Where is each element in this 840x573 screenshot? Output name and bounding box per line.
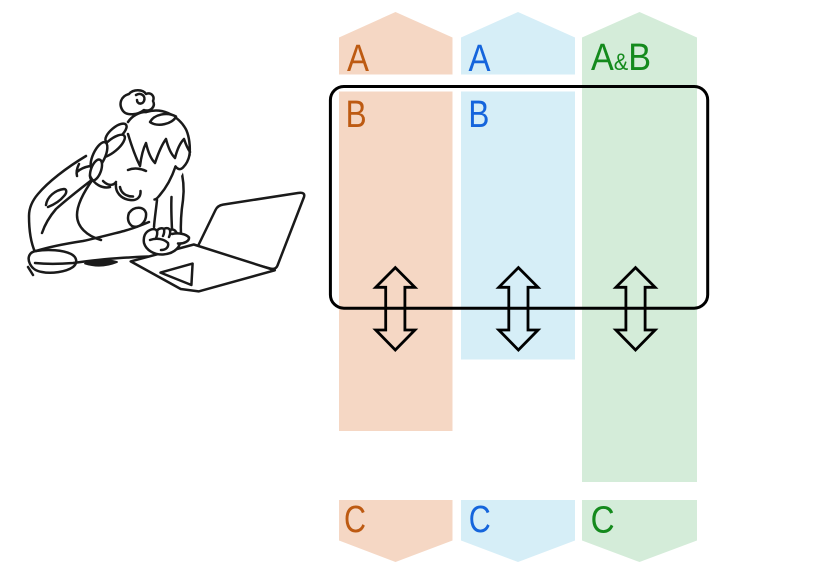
- svg-text:A: A: [469, 38, 492, 80]
- svg-text:C: C: [591, 500, 615, 542]
- svg-text:C: C: [469, 499, 491, 541]
- svg-text:B: B: [346, 94, 367, 136]
- svg-text:B: B: [468, 94, 489, 136]
- svg-text:C: C: [344, 499, 366, 541]
- svg-text:A: A: [347, 38, 370, 80]
